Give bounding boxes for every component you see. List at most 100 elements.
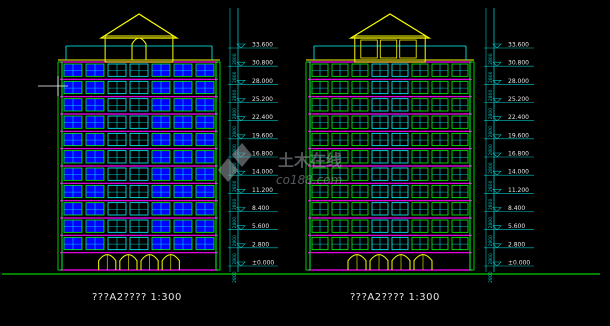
elevation-label: 19.600 <box>252 132 273 139</box>
floor-height-label: 2800 <box>232 53 238 65</box>
elevation-marker-icon <box>492 261 502 267</box>
pilaster-left <box>57 61 63 271</box>
elevation-label: 30.800 <box>252 60 273 67</box>
elevation-label: 14.000 <box>508 169 529 176</box>
elevation-marker-icon <box>492 43 502 49</box>
elevation-marker-icon <box>492 207 502 212</box>
elevation-marker-icon <box>236 80 246 85</box>
elevation-label: 2.800 <box>508 241 525 248</box>
floor-height-label: 2800 <box>488 90 494 102</box>
watermark-title: 土木在线 <box>278 151 342 170</box>
floor-height-label: 2800 <box>488 271 494 283</box>
elevation-marker-icon <box>492 116 502 122</box>
floor-height-label: 2800 <box>232 108 238 120</box>
pilaster-right <box>215 61 221 271</box>
elevation-scale-right: 33.600 2800 30.800 2800 28.000 2800 25.200 2800… <box>484 8 534 283</box>
roof-block <box>104 35 174 63</box>
elevation-label: 8.400 <box>508 205 525 212</box>
building-elevation-left <box>57 13 221 271</box>
roof-window <box>399 39 417 59</box>
elevation-label: 5.600 <box>508 223 525 230</box>
elevation-scale-left: 33.600 2800 30.800 2800 28.000 2800 25.200 2800… <box>228 8 278 283</box>
floor-height-label: 2800 <box>232 90 238 102</box>
floor-height-label: 2800 <box>232 126 238 138</box>
roof-pediment <box>348 13 432 39</box>
floor-height-label: 2800 <box>488 217 494 229</box>
elevation-marker-icon <box>236 207 246 212</box>
elevation-marker-icon <box>236 134 246 140</box>
floor-height-label: 2800 <box>232 199 238 211</box>
elevation-label: 33.600 <box>252 42 273 49</box>
elevation-marker-icon <box>236 261 246 267</box>
drawing-caption-left: ???A2???? 1:300 <box>92 292 182 303</box>
floor-height-label: 2800 <box>488 162 494 174</box>
elevation-marker-icon <box>492 170 502 176</box>
floor-height-label: 2800 <box>232 180 238 192</box>
floor-height-label: 2800 <box>232 144 238 156</box>
elevation-marker-icon <box>236 225 246 231</box>
floor-height-label: 2800 <box>488 144 494 156</box>
elevation-label: 14.000 <box>252 169 273 176</box>
elevation-label: 22.400 <box>252 114 273 121</box>
elevation-marker-icon <box>236 116 246 122</box>
roof-window <box>379 39 398 59</box>
elevation-label: 11.200 <box>252 187 273 194</box>
drawing-caption-right: ???A2???? 1:300 <box>350 292 440 303</box>
elevation-label: 16.800 <box>508 151 529 158</box>
elevation-marker-icon <box>236 170 246 176</box>
roof-block <box>354 35 426 63</box>
floor-height-label: 2800 <box>488 180 494 192</box>
floor-height-label: 2800 <box>232 71 238 83</box>
roof-pediment <box>99 13 179 39</box>
elevation-marker-icon <box>492 243 502 249</box>
elevation-label: 25.200 <box>508 96 529 103</box>
elevation-marker-icon <box>236 43 246 49</box>
elevation-marker-icon <box>236 98 246 103</box>
elevation-label: 19.600 <box>508 132 529 139</box>
watermark-logo: 土木在线 co188.com <box>218 143 342 187</box>
floor-height-label: 2800 <box>488 199 494 211</box>
elevation-label: 28.000 <box>508 78 529 85</box>
elevation-marker-icon <box>492 98 502 103</box>
floor-height-label: 2800 <box>232 235 238 247</box>
elevation-label: 8.400 <box>252 205 269 212</box>
elevation-marker-icon <box>492 152 502 158</box>
elevation-label: ±0.000 <box>252 260 274 267</box>
floor-height-label: 2800 <box>232 217 238 229</box>
elevation-label: ±0.000 <box>508 260 530 267</box>
elevation-marker-icon <box>492 225 502 231</box>
roof-arched-window <box>131 37 147 60</box>
building-elevation-right <box>305 13 475 271</box>
floor-height-label: 2800 <box>488 235 494 247</box>
elevation-marker-icon <box>236 189 246 194</box>
watermark-mark-icon <box>218 143 252 182</box>
pilaster-left <box>305 61 311 271</box>
elevation-label: 28.000 <box>252 78 273 85</box>
floor-height-label: 2800 <box>232 253 238 265</box>
elevation-label: 16.800 <box>252 151 273 158</box>
floor-height-label: 2800 <box>488 253 494 265</box>
elevation-label: 5.600 <box>252 223 269 230</box>
pilaster-right <box>469 61 475 271</box>
elevation-label: 11.200 <box>508 187 529 194</box>
elevation-label: 22.400 <box>508 114 529 121</box>
elevation-label: 33.600 <box>508 42 529 49</box>
watermark-subtitle: co188.com <box>276 173 342 187</box>
elevation-marker-icon <box>492 61 502 67</box>
floor-height-label: 2800 <box>488 126 494 138</box>
elevation-marker-icon <box>492 189 502 194</box>
elevation-label: 2.800 <box>252 241 269 248</box>
roof-window <box>360 39 378 59</box>
elevation-marker-icon <box>492 134 502 140</box>
floor-height-label: 2800 <box>488 53 494 65</box>
elevation-marker-icon <box>492 80 502 85</box>
elevation-marker-icon <box>236 243 246 249</box>
floor-height-label: 2800 <box>232 271 238 283</box>
floor-height-label: 2800 <box>488 71 494 83</box>
elevation-marker-icon <box>236 61 246 67</box>
elevation-label: 25.200 <box>252 96 273 103</box>
floor-height-label: 2800 <box>488 108 494 120</box>
elevation-label: 30.800 <box>508 60 529 67</box>
